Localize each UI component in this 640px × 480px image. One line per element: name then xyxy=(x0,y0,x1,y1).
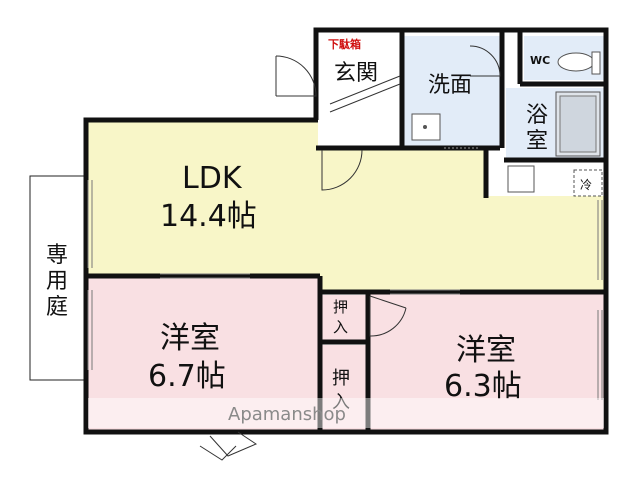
closet-lower xyxy=(322,345,366,430)
western-right-size: 6.3帖 xyxy=(444,369,522,404)
fridge-label: 冷 xyxy=(580,178,592,192)
western-room-right xyxy=(368,292,604,430)
washroom-label: 洗面 xyxy=(428,73,472,98)
closet-upper-bottom: 入 xyxy=(333,318,348,336)
watermark-band xyxy=(88,398,604,428)
western-room-left xyxy=(88,276,320,430)
closet-upper-top: 押 xyxy=(333,298,348,316)
garden-char-1: 専 xyxy=(46,243,68,268)
private-garden xyxy=(29,175,87,381)
garden-char-2: 用 xyxy=(46,269,68,294)
western-left-label: 洋室 xyxy=(160,321,220,356)
bath-label-top: 浴 xyxy=(526,103,548,128)
garden-char-3: 庭 xyxy=(46,295,68,320)
bath-label-bottom: 室 xyxy=(526,129,548,154)
watermark-text: Apamanshop xyxy=(228,404,346,425)
kitchen-sink xyxy=(507,165,535,193)
doors xyxy=(199,45,501,461)
walls xyxy=(83,27,609,435)
entrance-area xyxy=(320,36,400,146)
western-left-size: 6.7帖 xyxy=(148,359,226,394)
closet-upper xyxy=(322,295,366,340)
shoe-box-label: 下駄箱 xyxy=(328,37,361,51)
entrance-label: 玄関 xyxy=(334,61,378,86)
closet-lower-bottom: 入 xyxy=(332,392,350,413)
fixtures xyxy=(411,51,603,197)
ldk-label: LDK xyxy=(182,161,243,196)
fridge-space xyxy=(573,169,603,197)
ldk-size: 14.4帖 xyxy=(160,199,257,234)
western-right-label: 洋室 xyxy=(456,333,516,368)
ldk-area xyxy=(88,118,604,292)
closet-lower-top: 押 xyxy=(332,368,350,389)
windows xyxy=(87,180,603,400)
wc-label: WC xyxy=(530,54,550,67)
